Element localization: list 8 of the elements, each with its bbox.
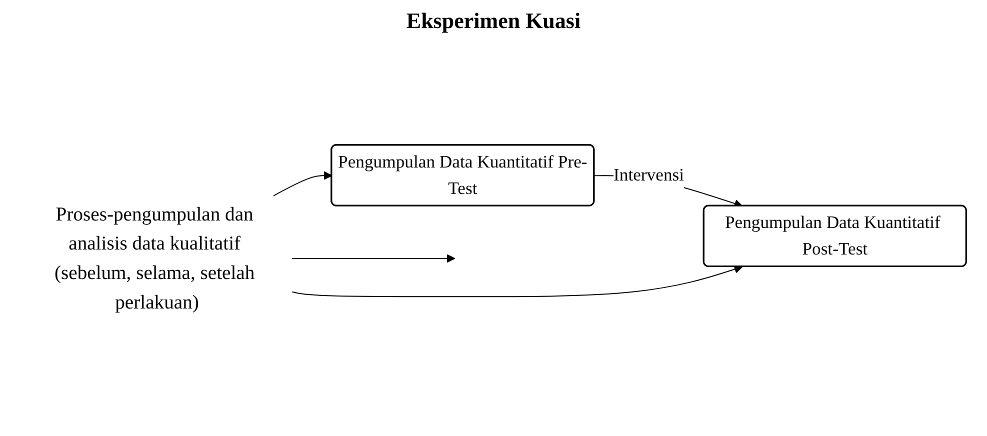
process-box: Pengumpulan Data Kuantitatif Post-Test bbox=[702, 204, 966, 268]
edge-label: Intervensi bbox=[613, 164, 684, 185]
process-box: Pengumpulan Data Kuantitatif Pre-Test bbox=[330, 144, 594, 206]
arrow bbox=[291, 265, 742, 298]
note-text: Proses-pengumpulan dan analisis data kualitatif (sebelum, selama, setelah perlakuan) bbox=[54, 204, 254, 314]
arrow bbox=[272, 171, 332, 196]
arrow bbox=[291, 254, 455, 263]
diagram-title: Eksperimen Kuasi bbox=[405, 8, 582, 34]
